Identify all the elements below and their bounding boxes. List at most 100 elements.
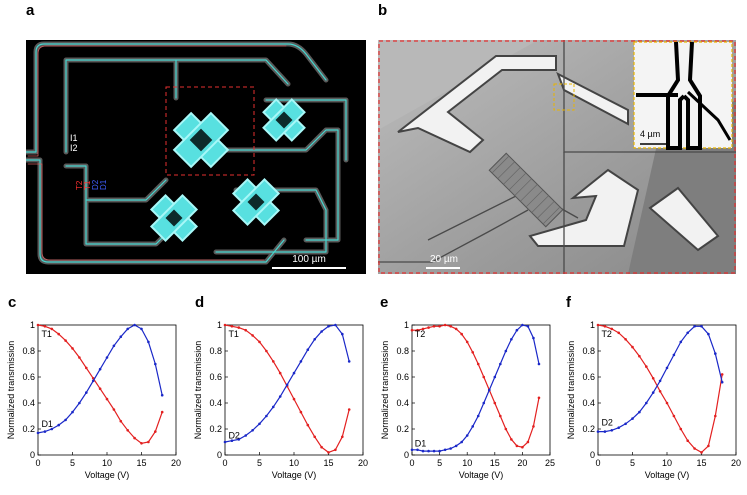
panel-label-b: b bbox=[378, 2, 388, 19]
data-point-T bbox=[465, 340, 469, 344]
port-label-D1: D1 bbox=[99, 179, 108, 190]
data-point-T bbox=[658, 390, 662, 393]
y-axis-label: Normalized transmission bbox=[6, 341, 16, 440]
data-point-D bbox=[700, 325, 703, 328]
data-point-D bbox=[299, 360, 303, 363]
data-point-D bbox=[510, 338, 513, 341]
series-annotation: D2 bbox=[228, 431, 240, 441]
data-point-D bbox=[306, 348, 310, 351]
port-label-T1: T1 bbox=[83, 180, 92, 190]
data-point-D bbox=[265, 414, 268, 418]
data-point-T bbox=[265, 349, 268, 353]
data-point-D bbox=[133, 323, 136, 327]
x-tick-label: 15 bbox=[696, 458, 706, 468]
panel-label-a: a bbox=[26, 2, 35, 19]
data-point-D bbox=[603, 430, 607, 433]
x-tick-label: 15 bbox=[490, 458, 500, 468]
x-tick-label: 5 bbox=[437, 458, 442, 468]
data-point-D bbox=[64, 418, 67, 422]
data-point-D bbox=[105, 356, 109, 359]
x-axis-label: Voltage (V) bbox=[459, 470, 504, 480]
x-tick-label: 5 bbox=[70, 458, 75, 468]
data-point-T bbox=[230, 325, 234, 328]
y-axis-label: Normalized transmission bbox=[566, 341, 576, 440]
y-tick-label: 0 bbox=[217, 450, 222, 460]
port-label-I2: I2 bbox=[70, 143, 78, 153]
data-point-T bbox=[320, 445, 323, 449]
data-point-D bbox=[526, 325, 530, 328]
x-tick-label: 20 bbox=[358, 458, 368, 468]
data-point-D bbox=[251, 429, 254, 432]
data-point-D bbox=[140, 327, 143, 331]
data-point-D bbox=[36, 431, 40, 435]
data-point-T bbox=[272, 360, 275, 363]
data-point-D bbox=[631, 417, 634, 420]
series-line-T bbox=[597, 324, 723, 454]
x-tick-label: 0 bbox=[35, 458, 40, 468]
device-unit-bottom bbox=[231, 177, 281, 227]
data-point-T bbox=[443, 323, 447, 327]
panel-a-micrograph: I1 I2 T2 T1 D2 D1 100 µm bbox=[26, 40, 366, 274]
data-point-D bbox=[237, 438, 241, 441]
data-point-T bbox=[482, 375, 486, 379]
data-point-D bbox=[147, 340, 150, 344]
data-point-D bbox=[537, 362, 541, 366]
x-tick-label: 10 bbox=[289, 458, 299, 468]
x-tick-label: 0 bbox=[595, 458, 600, 468]
x-tick-label: 5 bbox=[630, 458, 635, 468]
data-point-D bbox=[43, 430, 47, 433]
device-unit-top bbox=[172, 111, 230, 169]
y-tick-label: 0.8 bbox=[582, 346, 595, 356]
panel-b-sem-image: 4 µm 20 µm bbox=[378, 40, 736, 274]
data-point-D bbox=[313, 338, 316, 341]
y-tick-label: 0.6 bbox=[22, 372, 35, 382]
inset-scale-label: 4 µm bbox=[640, 129, 660, 139]
data-point-D bbox=[98, 367, 102, 371]
data-point-T bbox=[50, 327, 54, 331]
data-point-T bbox=[105, 397, 109, 401]
data-point-T bbox=[341, 435, 344, 439]
data-point-T bbox=[526, 440, 530, 444]
x-tick-label: 15 bbox=[136, 458, 146, 468]
x-axis-label: Voltage (V) bbox=[85, 470, 130, 480]
data-point-D bbox=[443, 448, 447, 452]
data-point-T bbox=[720, 373, 724, 376]
data-point-D bbox=[71, 410, 74, 414]
data-point-T bbox=[610, 327, 614, 331]
data-point-D bbox=[119, 335, 123, 338]
data-point-T bbox=[454, 327, 458, 331]
data-point-T bbox=[432, 325, 436, 328]
y-tick-label: 0.8 bbox=[209, 346, 222, 356]
y-tick-label: 1 bbox=[404, 320, 409, 330]
x-tick-label: 10 bbox=[102, 458, 112, 468]
data-point-D bbox=[438, 449, 441, 453]
data-point-T bbox=[57, 332, 60, 336]
port-label-I1: I1 bbox=[70, 133, 78, 143]
data-point-D bbox=[515, 328, 519, 332]
data-point-T bbox=[693, 447, 696, 450]
data-point-D bbox=[645, 401, 648, 405]
x-tick-label: 25 bbox=[545, 458, 555, 468]
y-tick-label: 0.6 bbox=[209, 372, 222, 382]
data-point-T bbox=[515, 444, 519, 448]
data-point-D bbox=[617, 426, 620, 429]
data-point-D bbox=[292, 371, 296, 375]
data-point-D bbox=[50, 427, 54, 431]
grating-region bbox=[488, 152, 564, 228]
y-axis-label: Normalized transmission bbox=[380, 341, 390, 440]
x-tick-label: 20 bbox=[731, 458, 741, 468]
data-point-D bbox=[410, 448, 414, 452]
data-point-T bbox=[714, 414, 717, 418]
port-label-D2: D2 bbox=[91, 179, 100, 190]
data-point-T bbox=[334, 448, 337, 452]
y-tick-label: 0 bbox=[590, 450, 595, 460]
inset-source-box bbox=[553, 83, 575, 111]
data-point-T bbox=[421, 327, 425, 331]
series-line-D bbox=[598, 325, 723, 433]
y-tick-label: 0.2 bbox=[22, 424, 35, 434]
x-tick-label: 10 bbox=[662, 458, 672, 468]
y-tick-label: 0.6 bbox=[582, 372, 595, 382]
data-point-T bbox=[460, 332, 463, 336]
data-point-D bbox=[78, 401, 81, 405]
